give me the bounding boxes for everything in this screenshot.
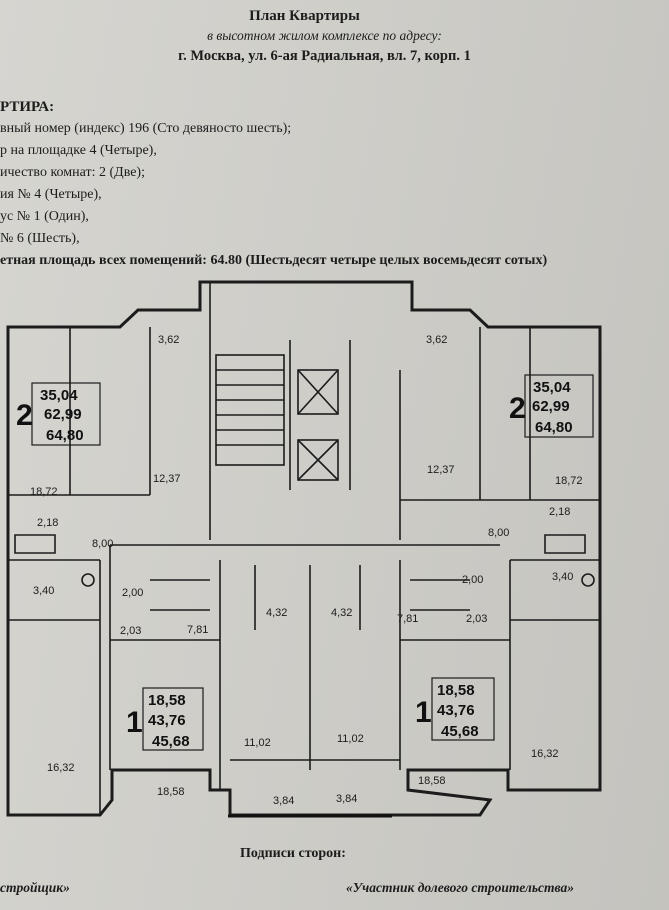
unit-rooms-count: 1	[415, 696, 432, 729]
info-line: р на площадке 4 (Четыре),	[0, 143, 157, 158]
info-line: ичество комнат: 2 (Две);	[0, 165, 145, 180]
interior-walls	[8, 282, 600, 815]
room-area-label: 3,40	[33, 585, 54, 597]
room-area-label: 18,72	[30, 486, 58, 498]
room-area-label: 18,58	[157, 786, 185, 798]
developer-signature-label: стройщик»	[0, 880, 70, 895]
room-area-label: 12,37	[153, 473, 181, 485]
room-area-label: 7,81	[397, 613, 418, 625]
unit-summary-1-left: 1 18,58 43,76 45,68	[126, 687, 204, 751]
room-area-label: 16,32	[531, 748, 559, 760]
apartment-info: РТИРА: вный номер (индекс) 196 (Сто девя…	[0, 96, 547, 272]
room-area-label: 7,81	[187, 624, 208, 636]
room-area-label: 4,32	[266, 607, 287, 619]
room-area-label: 16,32	[47, 762, 75, 774]
room-area-label: 2,00	[122, 587, 143, 599]
room-area-label: 8,00	[488, 527, 509, 539]
room-area-label: 3,84	[273, 795, 294, 807]
unit-total-area: 43,76	[437, 702, 475, 719]
total-area-line: етная площадь всех помещений: 64.80 (Шес…	[0, 253, 548, 268]
unit-summary-2-right: 2 35,04 62,99 64,80	[509, 374, 594, 438]
unit-rooms-count: 2	[16, 399, 33, 432]
room-area-label: 11,02	[337, 733, 364, 745]
unit-living-area: 18,58	[148, 692, 186, 709]
unit-living-area: 35,04	[40, 387, 78, 404]
room-area-label: 2,18	[549, 506, 570, 518]
room-area-label: 12,37	[427, 464, 455, 476]
unit-full-area: 45,68	[441, 723, 479, 740]
room-area-label: 4,32	[331, 607, 352, 619]
room-area-label: 8,00	[92, 538, 113, 550]
room-area-label: 2,00	[462, 574, 483, 586]
unit-summary-2-left: 2 35,04 62,99 64,80	[16, 382, 101, 446]
room-area-label: 2,03	[120, 625, 141, 637]
plan-address: г. Москва, ул. 6-ая Радиальная, вл. 7, к…	[178, 48, 471, 64]
room-labels: 3,62 3,62 12,37 12,37 18,72 18,72 2,18 2…	[30, 334, 583, 807]
unit-rooms-count: 1	[126, 706, 143, 739]
room-area-label: 3,62	[426, 334, 447, 346]
room-area-label: 18,72	[555, 475, 583, 487]
floor-plan: 3,62 3,62 12,37 12,37 18,72 18,72 2,18 2…	[6, 280, 602, 818]
room-area-label: 3,40	[552, 571, 573, 583]
apartment-section-title: РТИРА:	[0, 99, 55, 115]
room-area-label: 3,62	[158, 334, 179, 346]
plan-title: План Квартиры	[249, 8, 360, 24]
room-area-label: 18,58	[418, 775, 446, 787]
unit-living-area: 18,58	[437, 682, 475, 699]
info-line: № 6 (Шесть),	[0, 231, 80, 246]
unit-rooms-count: 2	[509, 392, 526, 425]
info-line: ус № 1 (Один),	[0, 209, 89, 224]
info-line: ия № 4 (Четыре),	[0, 187, 102, 202]
participant-signature-label: «Участник долевого строительства»	[346, 880, 574, 895]
info-line: вный номер (индекс) 196 (Сто девяносто ш…	[0, 121, 292, 136]
unit-total-area: 43,76	[148, 712, 186, 729]
unit-living-area: 35,04	[533, 379, 571, 396]
unit-total-area: 62,99	[532, 398, 570, 415]
plan-subtitle: в высотном жилом комплексе по адресу:	[207, 28, 442, 43]
unit-full-area: 64,80	[535, 419, 573, 436]
outer-walls	[6, 280, 602, 817]
unit-summary-1-right: 1 18,58 43,76 45,68	[415, 677, 495, 741]
room-area-label: 3,84	[336, 793, 357, 805]
unit-full-area: 45,68	[152, 733, 190, 750]
unit-full-area: 64,80	[46, 427, 84, 444]
room-area-label: 11,02	[244, 737, 271, 749]
room-area-label: 2,03	[466, 613, 487, 625]
signatures-title: Подписи сторон:	[240, 846, 346, 861]
room-area-label: 2,18	[37, 517, 58, 529]
unit-total-area: 62,99	[44, 406, 82, 423]
